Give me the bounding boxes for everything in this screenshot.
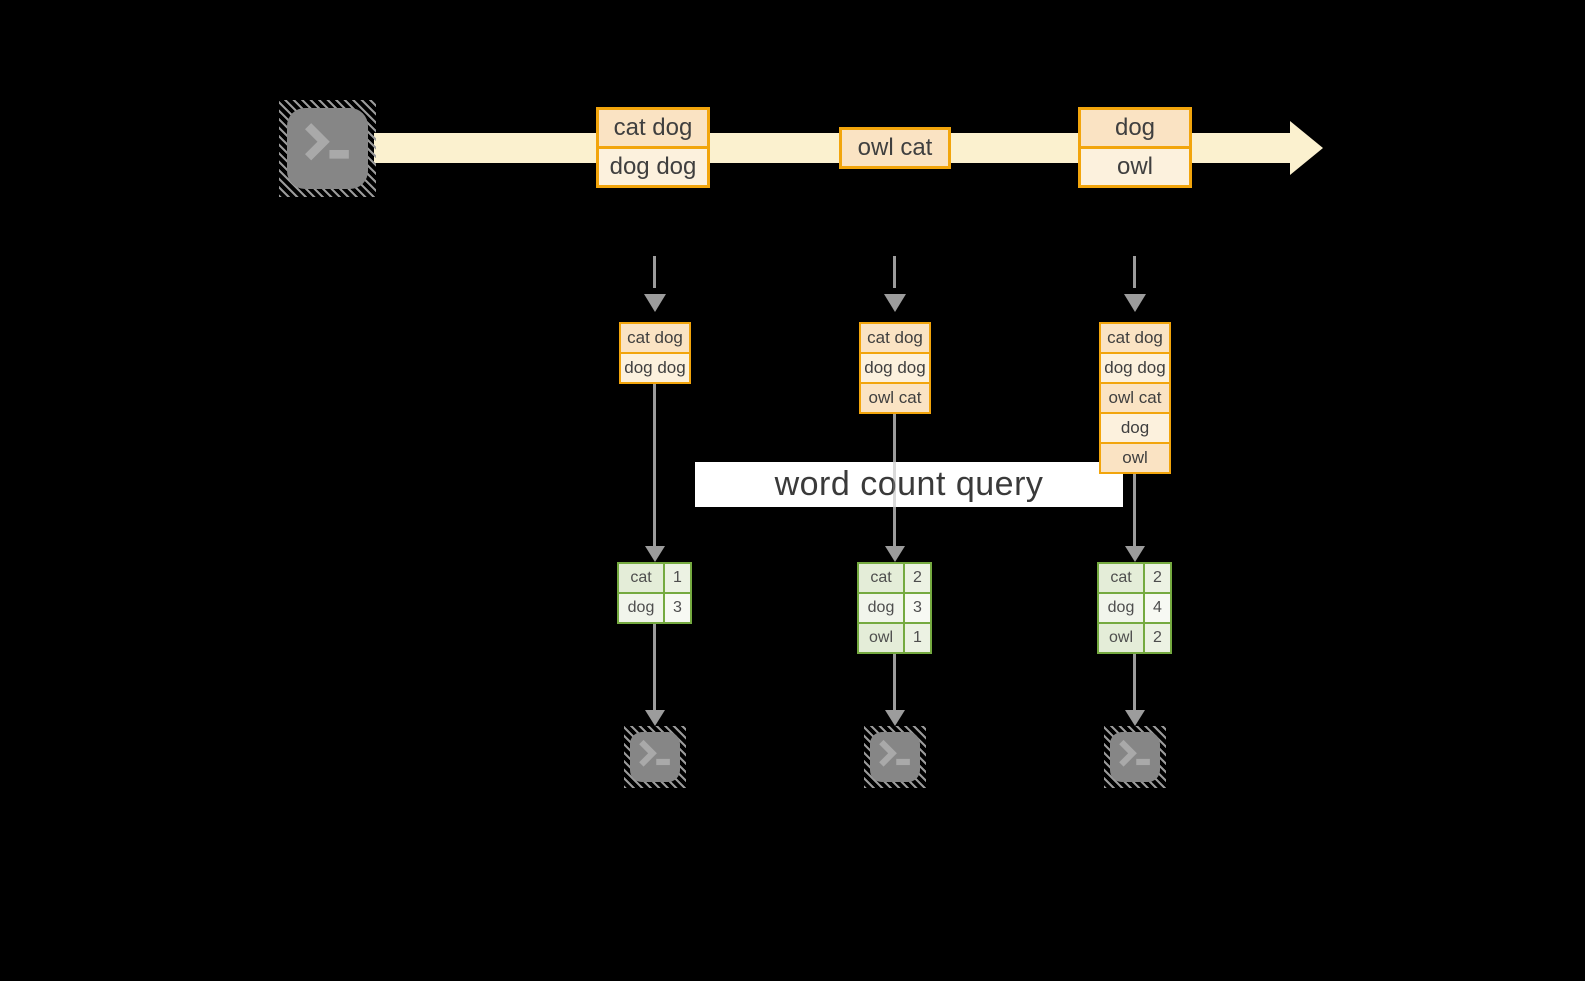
accumulated-input-box-2: cat dog dog dog owl cat	[859, 322, 931, 414]
stream-batch-2: owl cat	[839, 127, 951, 169]
arrowhead	[645, 710, 665, 726]
terminal-prompt-icon	[1119, 739, 1150, 767]
accumulated-input-box-3: cat dog dog dog owl cat dog owl	[1099, 322, 1171, 474]
input-line: dog dog	[1101, 352, 1169, 382]
input-line: dog dog	[621, 352, 689, 382]
table-count-cell: 1	[665, 564, 690, 592]
result-table-3: cat 2 dog 4 owl 2	[1097, 562, 1172, 654]
table-count-cell: 2	[1145, 564, 1170, 592]
dashed-arrow-segment	[653, 256, 656, 288]
batch-line: dog dog	[599, 146, 707, 185]
accumulated-input-box-1: cat dog dog dog	[619, 322, 691, 384]
arrow-line	[1133, 474, 1136, 546]
arrowhead	[645, 546, 665, 562]
table-word-cell: dog	[619, 594, 663, 622]
input-line: cat dog	[1101, 324, 1169, 352]
query-bar: word count query	[695, 462, 1123, 507]
arrow-line-through-bar	[893, 462, 896, 507]
arrowhead	[885, 710, 905, 726]
input-line: dog dog	[861, 352, 929, 382]
table-count-cell: 3	[905, 594, 930, 622]
arrowhead	[1125, 546, 1145, 562]
arrow-line	[653, 624, 656, 710]
result-table-1: cat 1 dog 3	[617, 562, 692, 624]
dashed-arrowhead	[884, 294, 906, 312]
dashed-arrow-segment	[1133, 256, 1136, 288]
batch-line: owl	[1081, 146, 1189, 185]
stream-arrowhead	[1290, 121, 1323, 175]
table-count-cell: 2	[905, 564, 930, 592]
table-count-cell: 4	[1145, 594, 1170, 622]
input-line: cat dog	[621, 324, 689, 352]
source-terminal-icon	[279, 100, 376, 197]
table-word-cell: cat	[619, 564, 663, 592]
terminal-body	[870, 732, 920, 782]
sink-terminal-icon-2	[864, 726, 926, 788]
table-word-cell: dog	[1099, 594, 1143, 622]
batch-line: dog	[1081, 110, 1189, 146]
sink-terminal-icon-1	[624, 726, 686, 788]
stream-batch-1: cat dog dog dog	[596, 107, 710, 188]
table-count-cell: 2	[1145, 624, 1170, 652]
terminal-prompt-icon	[879, 739, 910, 767]
sink-terminal-icon-3	[1104, 726, 1166, 788]
terminal-body	[1110, 732, 1160, 782]
arrow-line	[653, 384, 656, 546]
input-line: owl cat	[861, 382, 929, 412]
stream-batch-3: dog owl	[1078, 107, 1192, 188]
word-count-query-label: word count query	[774, 465, 1044, 503]
arrowhead	[1125, 710, 1145, 726]
table-word-cell: cat	[859, 564, 903, 592]
table-count-cell: 3	[665, 594, 690, 622]
input-line: cat dog	[861, 324, 929, 352]
input-line: owl	[1101, 442, 1169, 472]
terminal-prompt-icon	[305, 123, 349, 161]
terminal-body	[287, 108, 368, 189]
table-word-cell: dog	[859, 594, 903, 622]
arrow-line	[893, 654, 896, 710]
dashed-arrowhead	[644, 294, 666, 312]
result-table-2: cat 2 dog 3 owl 1	[857, 562, 932, 654]
batch-line: cat dog	[599, 110, 707, 146]
arrow-line	[1133, 654, 1136, 710]
dashed-arrowhead	[1124, 294, 1146, 312]
table-word-cell: cat	[1099, 564, 1143, 592]
input-line: owl cat	[1101, 382, 1169, 412]
table-word-cell: owl	[1099, 624, 1143, 652]
terminal-body	[630, 732, 680, 782]
dashed-arrow-segment	[893, 256, 896, 288]
batch-line: owl cat	[842, 130, 948, 166]
arrowhead	[885, 546, 905, 562]
table-count-cell: 1	[905, 624, 930, 652]
input-line: dog	[1101, 412, 1169, 442]
terminal-prompt-icon	[639, 739, 670, 767]
table-word-cell: owl	[859, 624, 903, 652]
